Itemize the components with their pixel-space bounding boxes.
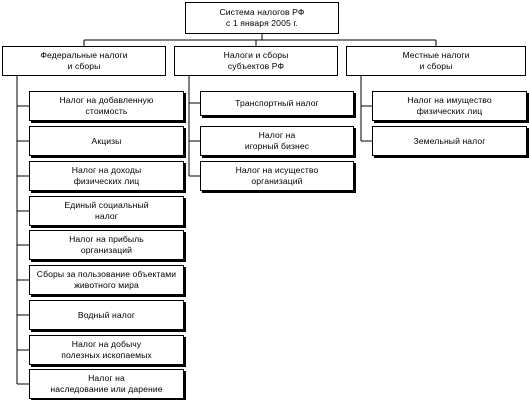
tax-item-label: Налог на игорный бизнес <box>244 130 310 151</box>
tax-item-label: Налог на доходы физических лиц <box>71 165 142 186</box>
federal-tax-item: Акцизы <box>29 126 184 156</box>
tax-item-label: Налог на имущество физических лиц <box>407 95 492 116</box>
regional-tax-item: Налог на исущество организаций <box>200 161 354 191</box>
tax-item-label: Налог на наследование или дарение <box>50 373 163 394</box>
root-node-tax-system: Система налогов РФ с 1 января 2005 г. <box>185 2 339 34</box>
tax-item-label: Налог на исущество организаций <box>235 165 319 186</box>
regional-tax-item: Налог на игорный бизнес <box>200 126 354 156</box>
category-federal-taxes: Федеральные налоги и сборы <box>2 46 166 76</box>
tax-item-label: Налог на добычу полезных ископаемых <box>61 339 152 360</box>
federal-tax-item: Водный налог <box>29 300 184 330</box>
federal-tax-item: Налог на наследование или дарение <box>29 369 184 399</box>
tax-item-label: Сборы за пользование объектами животного… <box>36 269 177 290</box>
tax-item-label: Налог на добавленную стоимость <box>59 95 154 116</box>
federal-tax-item: Сборы за пользование объектами животного… <box>29 265 184 295</box>
tax-item-label: Транспортный налог <box>235 98 319 108</box>
root-node-label: Система налогов РФ с 1 января 2005 г. <box>219 7 305 28</box>
category-local-taxes: Местные налоги и сборы <box>346 46 526 76</box>
federal-tax-item: Налог на доходы физических лиц <box>29 161 184 191</box>
federal-tax-item: Единый социальный налог <box>29 196 184 226</box>
category-regional-taxes: Налоги и сборы субъектов РФ <box>174 46 338 76</box>
federal-tax-item: Налог на добавленную стоимость <box>29 91 184 121</box>
local-tax-item: Земельный налог <box>372 126 527 156</box>
tax-item-label: Акцизы <box>91 135 122 146</box>
category-label: Федеральные налоги и сборы <box>40 50 128 71</box>
local-tax-item: Налог на имущество физических лиц <box>372 91 527 121</box>
tax-item-label: Единый социальный налог <box>64 200 149 221</box>
tax-item-label: Земельный налог <box>413 135 486 146</box>
category-label: Местные налоги и сборы <box>402 50 470 71</box>
federal-tax-item: Налог на прибыль организаций <box>29 230 184 260</box>
tax-item-label: Налог на прибыль организаций <box>69 234 144 255</box>
tax-item-label: Водный налог <box>77 309 136 320</box>
category-label: Налоги и сборы субъектов РФ <box>223 50 289 71</box>
regional-tax-item: Транспортный налог <box>200 91 354 116</box>
federal-tax-item: Налог на добычу полезных ископаемых <box>29 335 184 365</box>
